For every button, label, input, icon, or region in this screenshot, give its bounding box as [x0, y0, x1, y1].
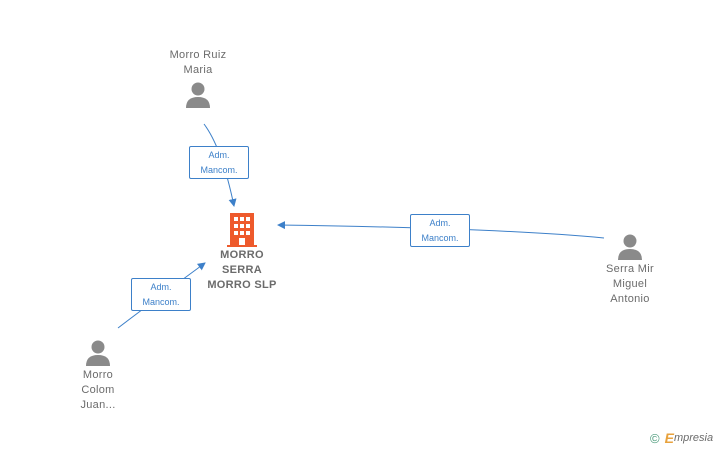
person-name-line: Morro [82, 369, 114, 381]
person-icon [186, 82, 210, 108]
person-node-morro-colom-juan[interactable]: Morro Colom Juan... [58, 338, 138, 413]
company-name-line: MORRO [220, 249, 264, 261]
copyright-symbol: © [650, 430, 660, 446]
person-icon [86, 340, 110, 366]
relation-role: Adm. [208, 150, 230, 160]
person-name-line: Antonio [610, 293, 650, 305]
person-icon [618, 234, 642, 260]
relation-role: Adm. [429, 218, 451, 228]
person-name-line: Morro Ruiz [169, 49, 227, 61]
brand-footer: © E mpresia [650, 429, 713, 447]
building-icon [227, 213, 257, 247]
company-name-line: MORRO SLP [207, 279, 277, 291]
brand-logo-text: mpresia [673, 432, 714, 444]
brand-logo-initial: E [664, 430, 674, 446]
person-name-line: Serra Mir [606, 263, 654, 275]
person-node-morro-ruiz-maria[interactable]: Morro Ruiz Maria [158, 48, 238, 110]
person-name-line: Miguel [612, 278, 648, 290]
relation-type: Mancom. [200, 165, 238, 175]
person-name-line: Colom [81, 384, 115, 396]
relation-type: Mancom. [142, 297, 180, 307]
company-node[interactable]: MORRO SERRA MORRO SLP [192, 212, 292, 293]
relation-label[interactable]: Adm. Mancom. [189, 146, 249, 179]
person-name-line: Juan... [80, 399, 116, 411]
edge-p2-to-company [277, 221, 605, 239]
relation-label[interactable]: Adm. Mancom. [410, 214, 470, 247]
relation-role: Adm. [150, 282, 172, 292]
relation-type: Mancom. [421, 233, 459, 243]
company-name-line: SERRA [221, 264, 262, 276]
relation-label[interactable]: Adm. Mancom. [131, 278, 191, 311]
person-name-line: Maria [183, 64, 213, 76]
person-node-serra-mir-miguel-antonio[interactable]: Serra Mir Miguel Antonio [590, 232, 670, 307]
